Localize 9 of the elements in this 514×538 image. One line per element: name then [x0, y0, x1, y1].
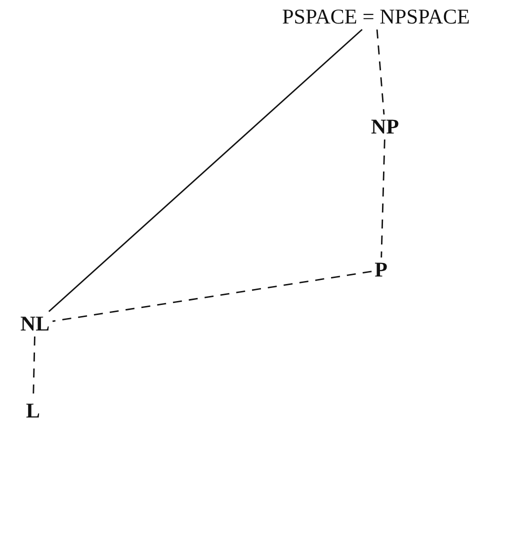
class-label: PSPACE = NPSPACE: [282, 6, 470, 28]
connector-line: [376, 29, 385, 115]
class-label: NL: [20, 314, 50, 334]
connector-line: [52, 270, 372, 322]
class-label: L: [26, 400, 40, 422]
class-label: P: [374, 260, 388, 280]
connector-line: [380, 139, 386, 258]
connector-line: [48, 28, 363, 312]
class-label: NP: [371, 116, 399, 138]
